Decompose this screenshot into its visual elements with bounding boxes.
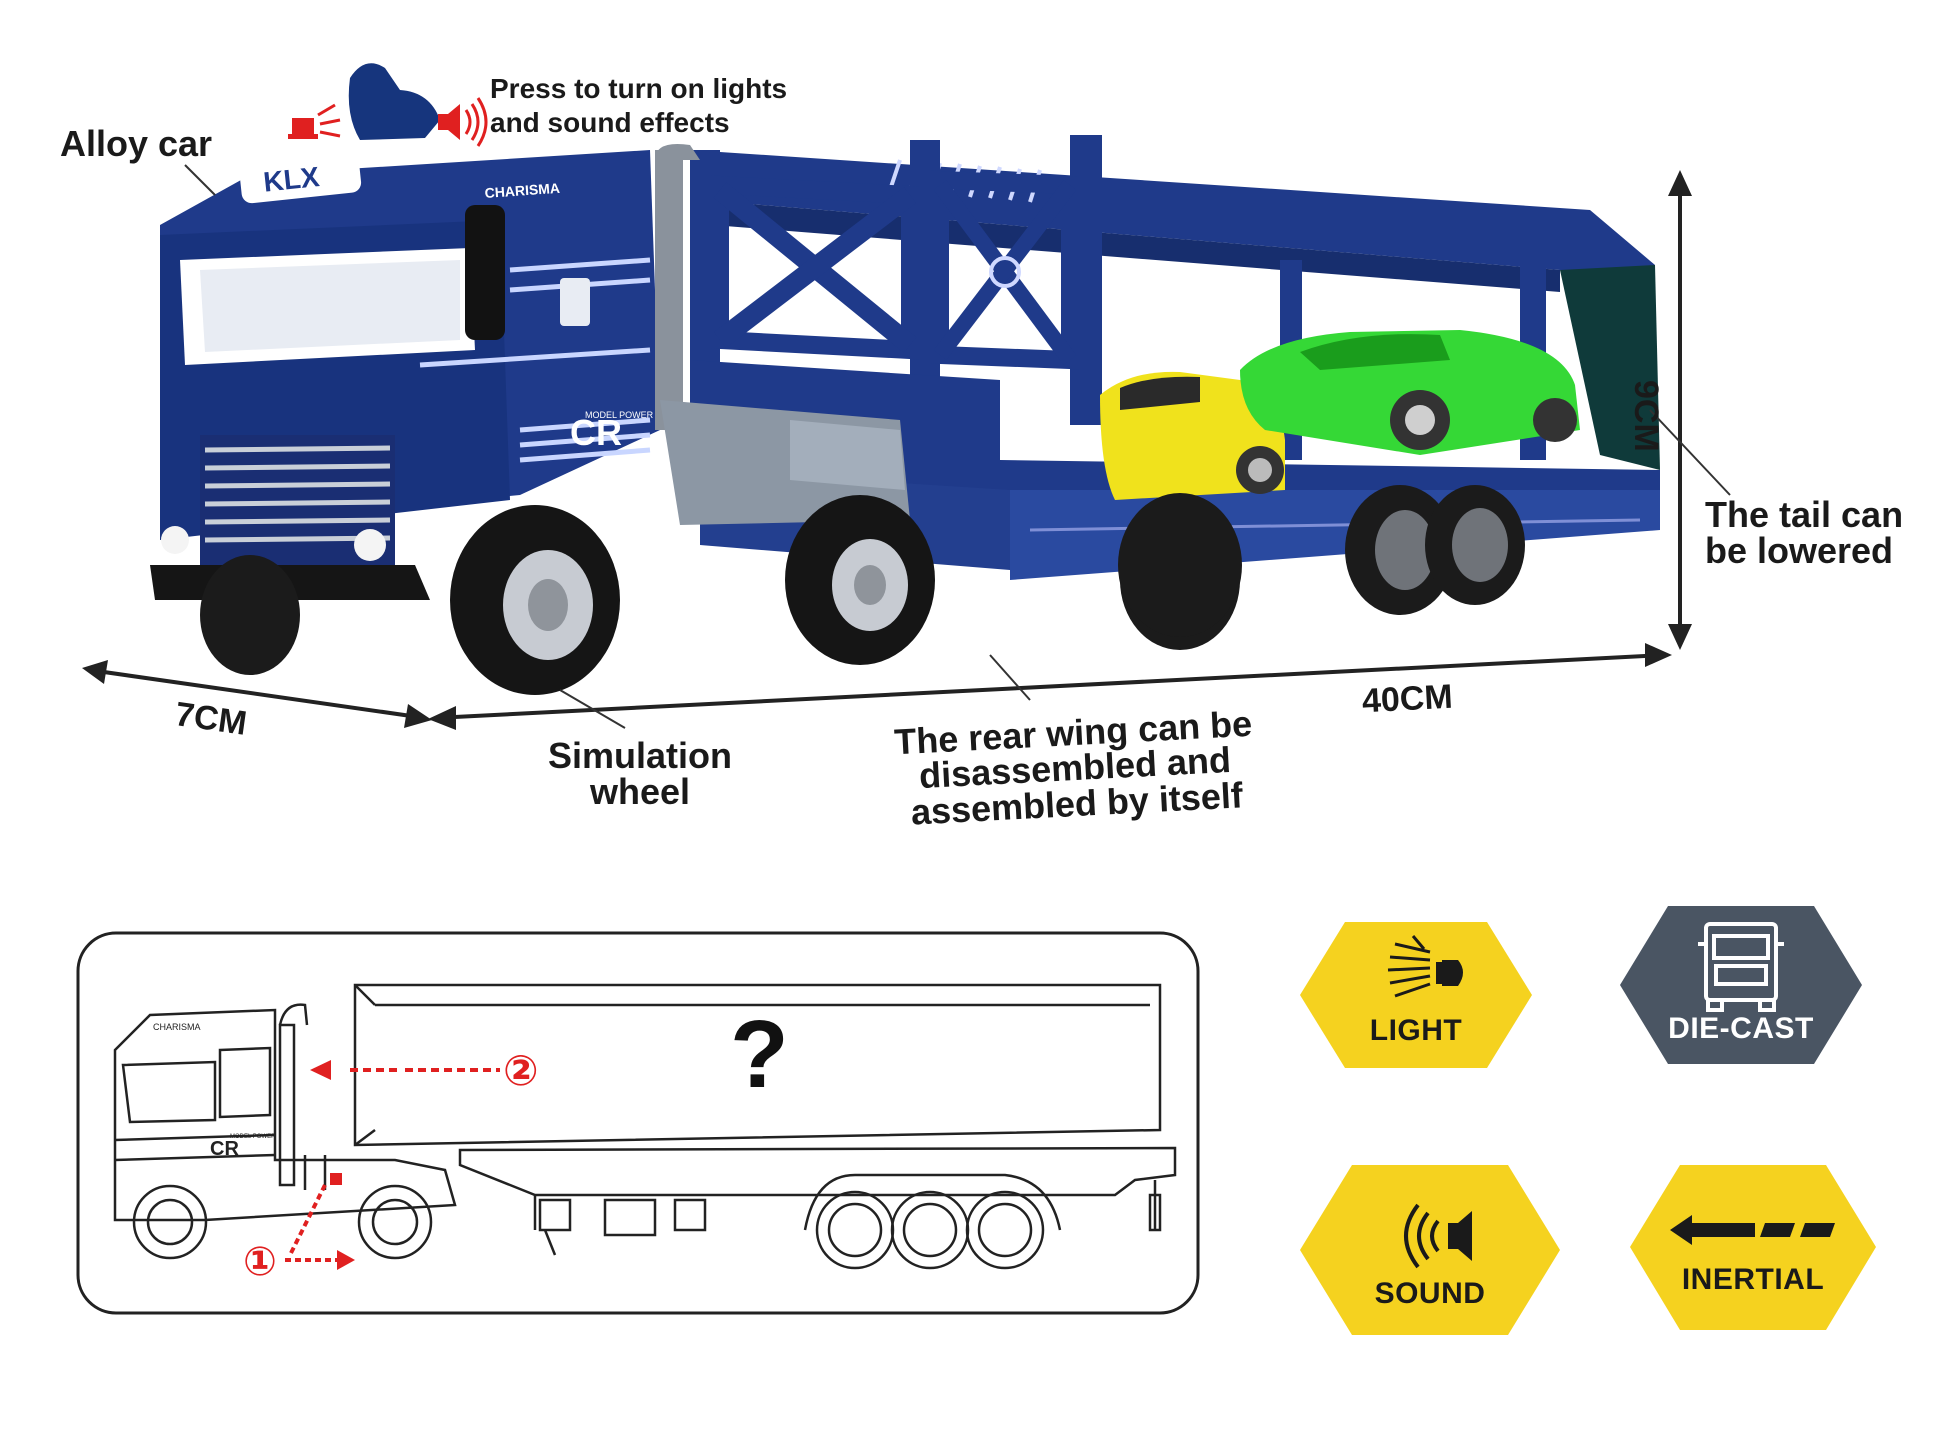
truck-front-icon: [1698, 922, 1784, 1012]
leader-lines: [184, 164, 1731, 729]
speaker-icon: [1404, 1203, 1472, 1269]
badge-sound-shape: [1300, 1165, 1560, 1335]
truck-emblem: CR: [570, 412, 622, 453]
label-sim-line2: wheel: [589, 771, 691, 812]
label-press-line1: Press to turn on lights: [490, 73, 788, 104]
tail-ramp: [1560, 265, 1660, 470]
truck-logo: KLX: [262, 161, 321, 198]
label-sim-line1: Simulation: [547, 735, 732, 776]
label-tail-line1: The tail can: [1705, 494, 1904, 535]
dimension-height: 9CM: [1627, 380, 1665, 452]
diagram-emblem-small: MODEL POWER: [230, 1134, 276, 1140]
green-toy-car: [1240, 330, 1580, 455]
trailer-wheels: [1118, 485, 1525, 650]
label-press-line2: and sound effects: [490, 107, 730, 139]
truck-illustration: KLX CHARISMA CR MODEL POWER: [82, 63, 1731, 730]
light-red-icon: [288, 103, 341, 139]
badge-inertial-label: INERTIAL: [1681, 1263, 1825, 1296]
diagram-arrows: [285, 1060, 500, 1270]
badge-sound: SOUND: [1300, 1165, 1560, 1335]
diagram-trailer: [353, 983, 1177, 1270]
label-tail-lowered: The tail can be lowered: [1705, 497, 1903, 569]
diagram-brand: CHARISMA: [153, 1022, 201, 1032]
badge-sound-label: SOUND: [1374, 1277, 1486, 1310]
dimension-length: 40CM: [1361, 677, 1454, 721]
speaker-red-icon: [438, 97, 488, 147]
diagram-step2: ②: [503, 1046, 539, 1095]
arrow-left-icon: [1670, 1215, 1835, 1245]
diagram-step1: ①: [243, 1239, 277, 1285]
truck-brand-side: CHARISMA: [484, 180, 560, 201]
badge-die-cast-label: DIE-CAST: [1668, 1012, 1814, 1045]
badge-light-label: LIGHT: [1369, 1014, 1463, 1047]
diagram-button-marker: [330, 1173, 342, 1185]
headlight-icon: [1387, 935, 1463, 998]
label-press-lights: Press to turn on lights and sound effect…: [490, 72, 787, 140]
badge-inertial: INERTIAL: [1630, 1165, 1876, 1330]
diagram-question-mark: ?: [730, 1001, 789, 1108]
badge-light-shape: [1300, 922, 1532, 1068]
cab-wheels: [200, 495, 935, 695]
badge-die-cast-shape: [1620, 906, 1862, 1064]
truck-emblem-small: MODEL POWER: [585, 410, 654, 420]
diagram-emblem: CR: [210, 1138, 239, 1160]
press-hand-icon: [348, 63, 440, 140]
line-diagram: ② ① CHARISMA CR MODEL POWER: [76, 931, 1200, 1315]
diagram-cab: [113, 1003, 457, 1260]
dimension-arrows: [82, 170, 1692, 730]
yellow-toy-car: [1100, 371, 1285, 500]
badge-die-cast: DIE-CAST: [1620, 906, 1862, 1064]
badge-light: LIGHT: [1300, 922, 1532, 1068]
label-alloy-car: Alloy car: [60, 123, 213, 164]
badge-inertial-shape: [1630, 1165, 1876, 1330]
label-tail-line2: be lowered: [1705, 530, 1894, 571]
label-simulation-wheel: Simulation wheel: [520, 738, 760, 810]
label-rear-wing: The rear wing can be disassembled and as…: [853, 703, 1298, 833]
